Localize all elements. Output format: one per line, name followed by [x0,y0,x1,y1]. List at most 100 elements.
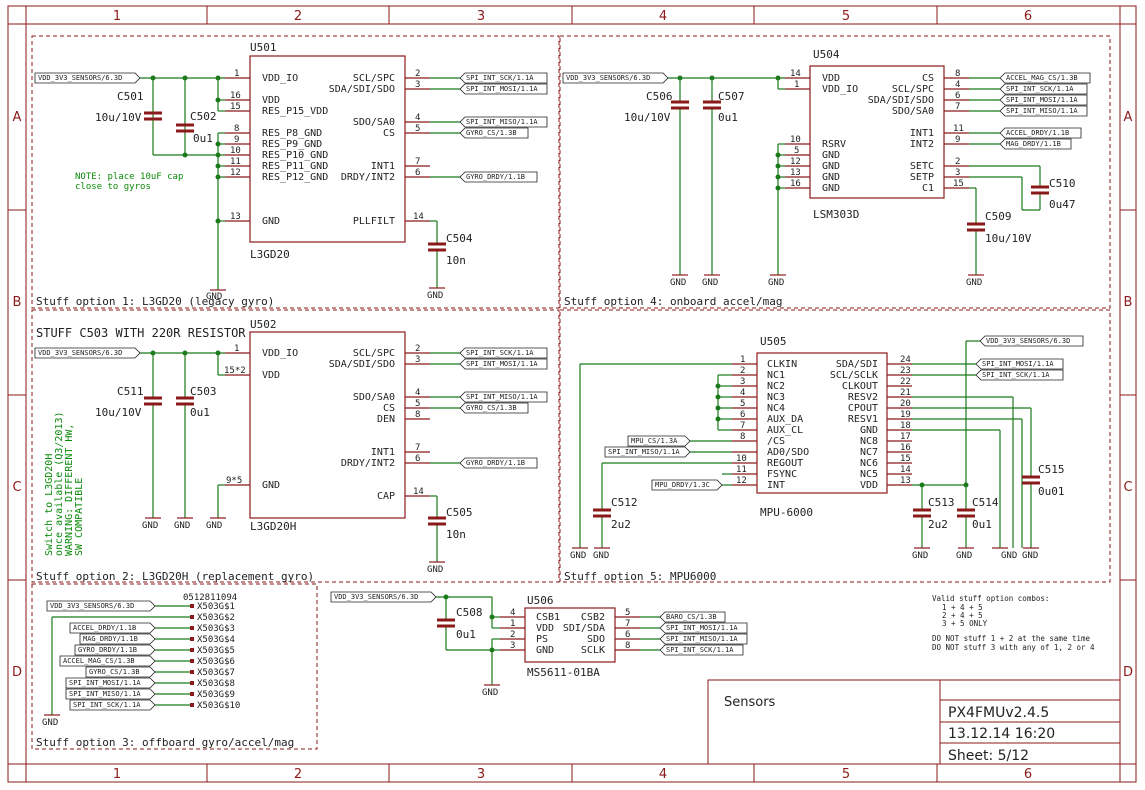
svg-text:GND: GND [482,688,498,698]
col-label: 3 [477,9,485,24]
svg-text:X503G$6: X503G$6 [197,657,235,667]
svg-text:VDD_IO: VDD_IO [262,73,298,84]
svg-text:MPU-6000: MPU-6000 [760,506,813,519]
svg-text:PLLFILT: PLLFILT [353,216,395,227]
svg-text:9: 9 [234,135,239,145]
svg-text:REGOUT: REGOUT [767,458,803,469]
svg-text:1: 1 [740,355,745,365]
svg-text:SDA/SDI/SDO: SDA/SDI/SDO [868,95,934,106]
svg-text:U506: U506 [527,594,554,607]
svg-text:GND: GND [768,278,784,288]
svg-text:GYRO_DRDY/1.1B: GYRO_DRDY/1.1B [466,459,525,467]
svg-text:GND: GND [427,291,443,301]
wires-u501 [140,77,460,290]
svg-text:C1: C1 [922,183,934,194]
svg-text:2: 2 [955,157,960,167]
svg-text:SPI_INT_MISO/1.1A: SPI_INT_MISO/1.1A [69,690,141,698]
svg-text:0u1: 0u1 [193,132,213,145]
wires-u505 [579,340,1032,548]
svg-text:/CS: /CS [767,436,785,447]
gnd-symbols-u504: GND GND GND GND [670,274,984,288]
svg-text:5: 5 [625,608,630,618]
svg-text:C514: C514 [972,496,999,509]
svg-text:1: 1 [234,344,239,354]
net-labels-u501: VDD_3V3_SENSORS/6.3D SPI_INT_SCK/1.1A SP… [34,72,548,183]
svg-text:SPI_INT_SCK/1.1A: SPI_INT_SCK/1.1A [1006,85,1074,93]
col-label: 1 [113,9,121,24]
svg-text:SPI_INT_SCK/1.1A: SPI_INT_SCK/1.1A [666,646,734,654]
svg-text:20: 20 [900,399,911,409]
svg-text:GYRO_CS/1.3B: GYRO_CS/1.3B [466,129,517,137]
svg-text:ACCEL_MAG_CS/1.3B: ACCEL_MAG_CS/1.3B [1006,74,1078,82]
junctions-u505 [715,383,969,488]
col-label: 6 [1024,9,1032,24]
svg-text:CLKOUT: CLKOUT [842,381,878,392]
svg-text:0u47: 0u47 [1049,198,1076,211]
junctions-u502 [150,350,221,356]
svg-text:1: 1 [234,69,239,79]
sheet-title: Sensors [724,695,776,710]
svg-text:X503G$8: X503G$8 [197,679,235,689]
svg-text:2: 2 [415,69,420,79]
column-labels-bottom: 1 2 3 4 5 6 [113,767,1032,782]
svg-text:SPI_INT_MOSI/1.1A: SPI_INT_MOSI/1.1A [466,85,538,93]
svg-text:16: 16 [230,91,241,101]
section-boxes [31,35,1111,750]
svg-text:GND: GND [206,521,222,531]
section-title-opt2: Stuff option 2: L3GD20H (replacement gyr… [36,570,314,583]
capacitor-c506: C506 10u/10V [624,90,689,124]
svg-text:11: 11 [953,124,964,134]
svg-text:13: 13 [900,476,911,486]
svg-text:14: 14 [413,212,424,222]
svg-text:14: 14 [790,69,801,79]
row-label: C [12,480,21,495]
svg-text:4: 4 [510,608,515,618]
svg-text:Switch to L3GD20H: Switch to L3GD20H [44,454,55,556]
svg-text:GND: GND [1022,551,1038,561]
svg-text:DO NOT stuff 3 with any of 1,: DO NOT stuff 3 with any of 1, 2 or 4 [932,643,1095,652]
svg-text:9*5: 9*5 [226,476,242,486]
svg-text:15*2: 15*2 [224,366,246,376]
svg-text:WARNING: DIFFERENT HW,: WARNING: DIFFERENT HW, [64,424,75,556]
svg-text:C502: C502 [190,110,217,123]
svg-text:CLKIN: CLKIN [767,359,797,370]
svg-text:CS: CS [922,73,934,84]
capacitor-c511: C511 10u/10V [95,385,162,419]
svg-text:10: 10 [790,135,801,145]
svg-text:SPI_INT_MISO/1.1A: SPI_INT_MISO/1.1A [1006,107,1078,115]
svg-text:VDD_3V3_SENSORS/6.3D: VDD_3V3_SENSORS/6.3D [566,74,650,82]
connector-x503g: 0512811094 X503G$1 X503G$2 X503G$3 X503G… [42,593,240,728]
junctions-u504 [677,75,781,191]
svg-text:AUX_CL: AUX_CL [767,425,803,436]
svg-text:4: 4 [955,80,960,90]
svg-text:12: 12 [790,157,801,167]
row-label: A [13,110,22,125]
svg-text:SCL/SPC: SCL/SPC [353,73,395,84]
svg-text:INT1: INT1 [910,128,934,139]
row-label: A [1124,110,1133,125]
capacitor-c513: C513 2u2 [913,496,955,531]
svg-text:3: 3 [415,355,420,365]
svg-text:VDD_IO: VDD_IO [822,84,858,95]
svg-text:7: 7 [415,443,420,453]
svg-text:SPI_INT_MISO/1.1A: SPI_INT_MISO/1.1A [608,448,680,456]
svg-text:5: 5 [415,124,420,134]
svg-text:GYRO_CS/1.3B: GYRO_CS/1.3B [466,404,517,412]
chip-u505: U505 MPU-6000 CLKIN NC1 NC2 NC3 NC4 AUX_… [732,335,912,519]
svg-text:C504: C504 [446,232,473,245]
svg-text:SDA/SDI: SDA/SDI [836,359,878,370]
svg-text:10u/10V: 10u/10V [95,406,142,419]
wires-u502 [140,352,460,562]
svg-text:1 + 4 + 5: 1 + 4 + 5 [942,603,983,612]
svg-text:SDA/SDI/SDO: SDA/SDI/SDO [329,359,395,370]
svg-text:7: 7 [955,102,960,112]
svg-text:GND: GND [670,278,686,288]
svg-text:SETP: SETP [910,172,934,183]
junctions-u501 [150,75,221,224]
svg-text:10: 10 [230,146,241,156]
svg-text:RES_P8_GND: RES_P8_GND [262,128,322,139]
svg-text:1: 1 [510,619,515,629]
svg-text:8: 8 [415,410,420,420]
svg-text:VDD: VDD [860,480,878,491]
net-labels-u505: VDD_3V3_SENSORS/6.3D SPI_INT_MOSI/1.1A S… [604,335,1084,491]
